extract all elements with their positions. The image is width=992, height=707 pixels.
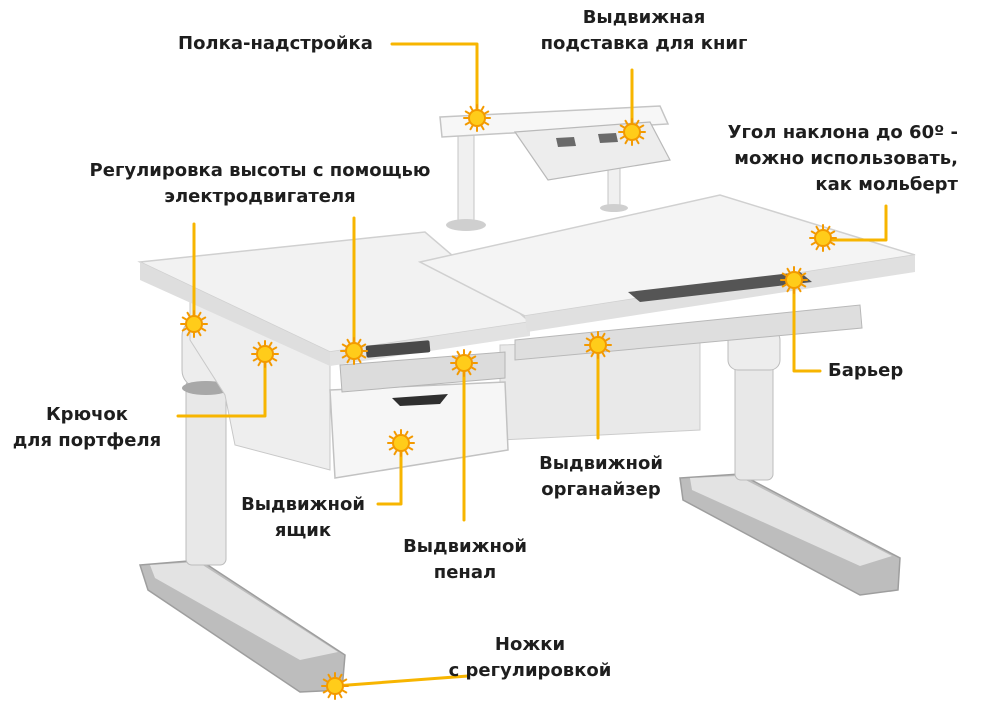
callout-line-shelf (390, 42, 479, 120)
callout-label-line: с регулировкой (448, 660, 612, 681)
callout-label-line: Ножки (494, 634, 566, 655)
callout-label-line: Полка-надстройка (178, 33, 373, 54)
shelf-post-base (446, 219, 486, 231)
callout-label-pencil-case: Выдвижной пенал (390, 534, 540, 586)
sun-marker-icon (387, 429, 415, 457)
book-stand-clip-left (556, 137, 576, 147)
callout-lines (176, 42, 888, 688)
callout-label-line: органайзер (541, 479, 661, 500)
callout-label-drawer: Выдвижной ящик (228, 492, 378, 544)
callout-label-line: Выдвижной (403, 536, 527, 557)
callout-label-line: ящик (274, 520, 332, 541)
callout-line-legs (333, 674, 470, 688)
drawer-handle (392, 394, 448, 406)
callout-markers (180, 104, 837, 700)
callout-label-line: Барьер (828, 360, 904, 381)
book-stand-clip-right (598, 133, 618, 143)
callout-label-line: Выдвижная (582, 7, 706, 28)
sun-marker-icon (450, 349, 478, 377)
sun-marker-icon (180, 310, 208, 338)
book-stand (513, 121, 671, 181)
callout-line-tilt (821, 204, 888, 242)
callout-label-barrier: Барьер (828, 358, 903, 384)
sun-marker-icon (809, 224, 837, 252)
callout-label-line: как мольберт (815, 174, 958, 195)
callout-line-hook (176, 352, 267, 418)
shelf-post-right-base (600, 204, 628, 212)
callout-label-line: Выдвижной (241, 494, 365, 515)
sun-marker-icon (618, 118, 646, 146)
callout-label-line: пенал (433, 562, 497, 583)
callout-label-height: Регулировка высоты с помощью электродвиг… (70, 158, 450, 210)
callout-label-line: Регулировка высоты с помощью (89, 160, 431, 181)
sun-marker-icon (321, 672, 349, 700)
sun-marker-icon (584, 331, 612, 359)
callout-label-book-stand: Выдвижная подставка для книг (528, 5, 760, 57)
callout-label-hook: Крючок для портфеля (4, 402, 170, 454)
callout-label-line: для портфеля (12, 430, 162, 451)
desk-top-left-edge (140, 262, 330, 366)
desk-tilt-board-edge (525, 255, 915, 332)
sun-marker-icon (251, 340, 279, 368)
callout-label-shelf: Полка-надстройка (178, 31, 373, 57)
sun-marker-icon (780, 266, 808, 294)
callout-line-drawer (376, 441, 403, 506)
left-leg-lower (185, 379, 227, 566)
callout-line-barrier (792, 278, 822, 373)
barrier-slot (628, 272, 812, 302)
callout-label-line: можно использовать, (734, 148, 958, 169)
callout-label-organizer: Выдвижной органайзер (526, 451, 676, 503)
shelf-post (457, 129, 475, 226)
callout-label-line: Выдвижной (539, 453, 663, 474)
control-panel (365, 340, 431, 358)
callout-label-line: электродвигателя (164, 186, 356, 207)
callout-label-tilt: Угол наклона до 60º - можно использовать… (720, 120, 958, 198)
right-base-foot-top (690, 476, 892, 566)
callout-label-line: Угол наклона до 60º - (727, 122, 958, 143)
callout-label-line: подставка для книг (540, 33, 748, 54)
sun-marker-icon (340, 337, 368, 365)
shelf-board (439, 105, 670, 138)
callout-label-legs: Ножки с регулировкой (430, 632, 630, 684)
left-base-foot-top (150, 562, 338, 660)
sun-marker-icon (463, 104, 491, 132)
callout-label-line: Крючок (45, 404, 129, 425)
